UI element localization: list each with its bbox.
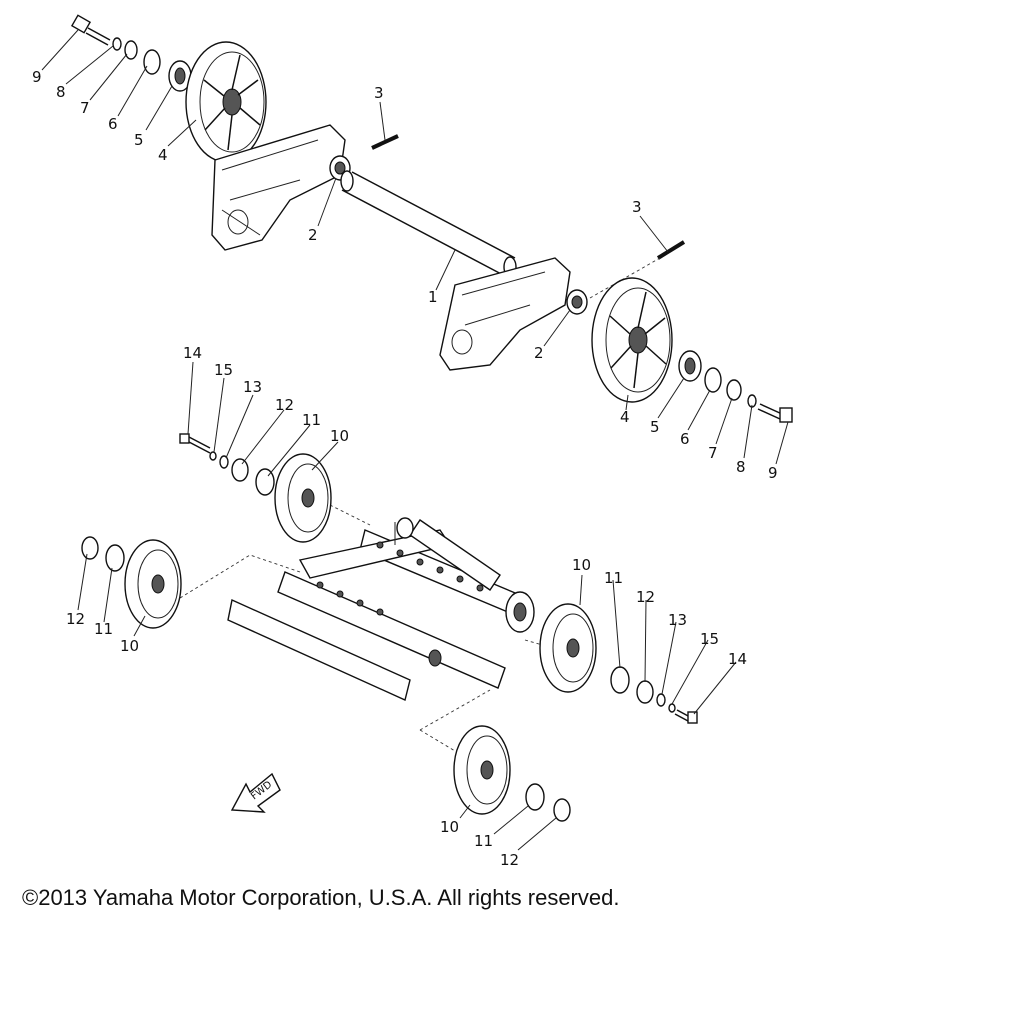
washer-part xyxy=(726,379,742,401)
pin-part xyxy=(656,240,686,260)
idler-wheel-part xyxy=(124,539,182,629)
callout-6: 6 xyxy=(108,115,118,133)
callout-2: 2 xyxy=(308,226,318,244)
callout-leaders xyxy=(41,29,789,851)
washer-part xyxy=(219,455,229,469)
callout-numbers: 9 8 7 6 5 4 2 3 1 3 2 4 5 6 7 8 9 14 15 … xyxy=(32,68,778,869)
callout-15: 15 xyxy=(214,361,233,379)
callout-9: 9 xyxy=(32,68,42,86)
circlip-part xyxy=(143,49,161,75)
callout-15: 15 xyxy=(700,630,719,648)
callout-10: 10 xyxy=(572,556,591,574)
pin-part xyxy=(371,134,399,150)
fwd-arrow-icon: FWD xyxy=(230,772,281,813)
callout-5: 5 xyxy=(134,131,144,149)
callout-9: 9 xyxy=(768,464,778,482)
callout-3: 3 xyxy=(632,198,642,216)
bearing-part xyxy=(255,468,275,496)
callout-3: 3 xyxy=(374,84,384,102)
callout-11: 11 xyxy=(302,411,321,429)
washer-part xyxy=(112,37,122,51)
callout-7: 7 xyxy=(708,444,718,462)
callout-11: 11 xyxy=(604,569,623,587)
circlip-part xyxy=(704,367,722,393)
callout-5: 5 xyxy=(650,418,660,436)
washer-part xyxy=(124,40,138,60)
circlip-part xyxy=(553,798,571,822)
callout-6: 6 xyxy=(680,430,690,448)
lower-assembly: FWD xyxy=(81,433,698,822)
idler-wheel-part xyxy=(539,603,597,693)
exploded-parts-diagram: FWD xyxy=(32,14,793,869)
axle-part xyxy=(340,170,517,278)
callout-12: 12 xyxy=(275,396,294,414)
callout-1: 1 xyxy=(428,288,438,306)
callout-8: 8 xyxy=(56,83,66,101)
callout-13: 13 xyxy=(243,378,262,396)
callout-12: 12 xyxy=(500,851,519,869)
bolt-part xyxy=(757,403,793,423)
bolt-part xyxy=(674,709,698,724)
idler-wheel-part xyxy=(453,725,511,815)
bearing-inner xyxy=(174,67,186,85)
callout-4: 4 xyxy=(158,146,168,164)
swing-arm-part xyxy=(439,257,571,371)
washer-part xyxy=(668,703,676,713)
callout-14: 14 xyxy=(728,650,747,668)
washer-part xyxy=(209,451,217,461)
copyright-notice: ©2013 Yamaha Motor Corporation, U.S.A. A… xyxy=(22,885,620,910)
frame-part xyxy=(227,517,535,701)
circlip-part xyxy=(636,680,654,704)
callout-12: 12 xyxy=(66,610,85,628)
callout-10: 10 xyxy=(120,637,139,655)
callout-11: 11 xyxy=(474,832,493,850)
bearing-inner xyxy=(684,357,696,375)
bolt-part xyxy=(70,14,111,46)
callout-4: 4 xyxy=(620,408,630,426)
circlip-part xyxy=(81,536,99,560)
swing-arm-part xyxy=(211,124,346,251)
callout-7: 7 xyxy=(80,99,90,117)
callout-13: 13 xyxy=(668,611,687,629)
callout-11: 11 xyxy=(94,620,113,638)
circlip-part xyxy=(231,458,249,482)
callout-2: 2 xyxy=(534,344,544,362)
callout-12: 12 xyxy=(636,588,655,606)
callout-14: 14 xyxy=(183,344,202,362)
collar-part xyxy=(566,289,588,315)
bolt-part xyxy=(179,433,211,454)
upper-assembly xyxy=(70,14,793,423)
callout-10: 10 xyxy=(330,427,349,445)
washer-part xyxy=(656,693,666,707)
wheel-part xyxy=(185,41,267,163)
idler-wheel-part xyxy=(274,453,332,543)
callout-10: 10 xyxy=(440,818,459,836)
callout-8: 8 xyxy=(736,458,746,476)
bearing-part xyxy=(610,666,630,694)
bearing-part xyxy=(105,544,125,572)
bearing-part xyxy=(525,783,545,811)
wheel-part xyxy=(591,277,673,403)
